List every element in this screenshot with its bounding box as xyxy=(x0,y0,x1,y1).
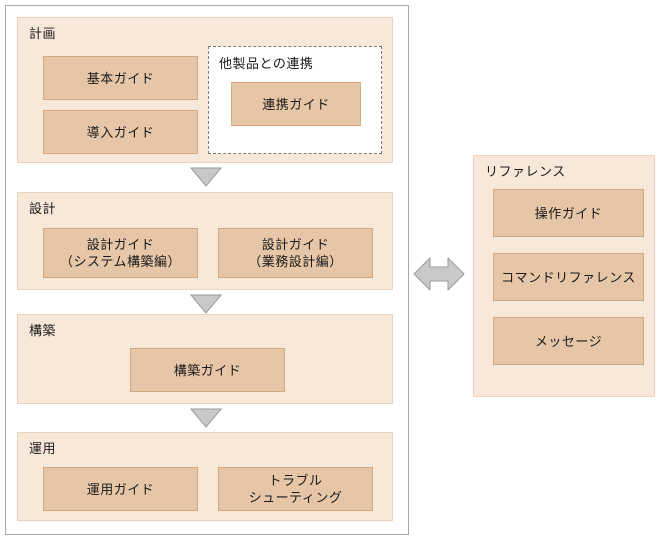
card-build-guide[interactable]: 構築ガイド xyxy=(130,348,285,392)
phase-plan[interactable]: 計画 基本ガイド 導入ガイド 他製品との連携 連携ガイド xyxy=(17,17,393,163)
card-troubleshooting[interactable]: トラブル シューティング xyxy=(218,467,373,511)
card-operation-reference[interactable]: 操作ガイド xyxy=(493,189,644,237)
arrow-build-to-operate xyxy=(189,408,223,428)
card-design-guide-business[interactable]: 設計ガイド （業務設計編） xyxy=(218,228,373,278)
arrow-design-to-build xyxy=(189,294,223,314)
phase-operate[interactable]: 運用 運用ガイド トラブル シューティング xyxy=(17,432,393,521)
phase-build[interactable]: 構築 構築ガイド xyxy=(17,314,393,404)
panel-reference[interactable]: リファレンス 操作ガイド コマンドリファレンス メッセージ xyxy=(473,155,655,397)
phase-design-title: 設計 xyxy=(29,201,57,216)
card-integration-guide[interactable]: 連携ガイド xyxy=(231,82,361,126)
card-introduction-guide[interactable]: 導入ガイド xyxy=(43,110,198,154)
card-messages[interactable]: メッセージ xyxy=(493,317,644,365)
card-basic-guide[interactable]: 基本ガイド xyxy=(43,56,198,100)
card-operation-guide[interactable]: 運用ガイド xyxy=(43,467,198,511)
card-command-reference[interactable]: コマンドリファレンス xyxy=(493,253,644,301)
arrow-plan-to-design xyxy=(189,167,223,187)
panel-reference-title: リファレンス xyxy=(485,164,566,179)
group-other-product-integration-title: 他製品との連携 xyxy=(219,56,314,71)
arrow-design-reference-bidirectional xyxy=(413,253,465,295)
phase-design[interactable]: 設計 設計ガイド （システム構築編） 設計ガイド （業務設計編） xyxy=(17,192,393,290)
phase-operate-title: 運用 xyxy=(29,441,57,456)
group-other-product-integration[interactable]: 他製品との連携 連携ガイド xyxy=(208,46,382,154)
card-design-guide-system[interactable]: 設計ガイド （システム構築編） xyxy=(43,228,198,278)
phase-plan-title: 計画 xyxy=(29,26,57,41)
phase-build-title: 構築 xyxy=(29,323,57,338)
